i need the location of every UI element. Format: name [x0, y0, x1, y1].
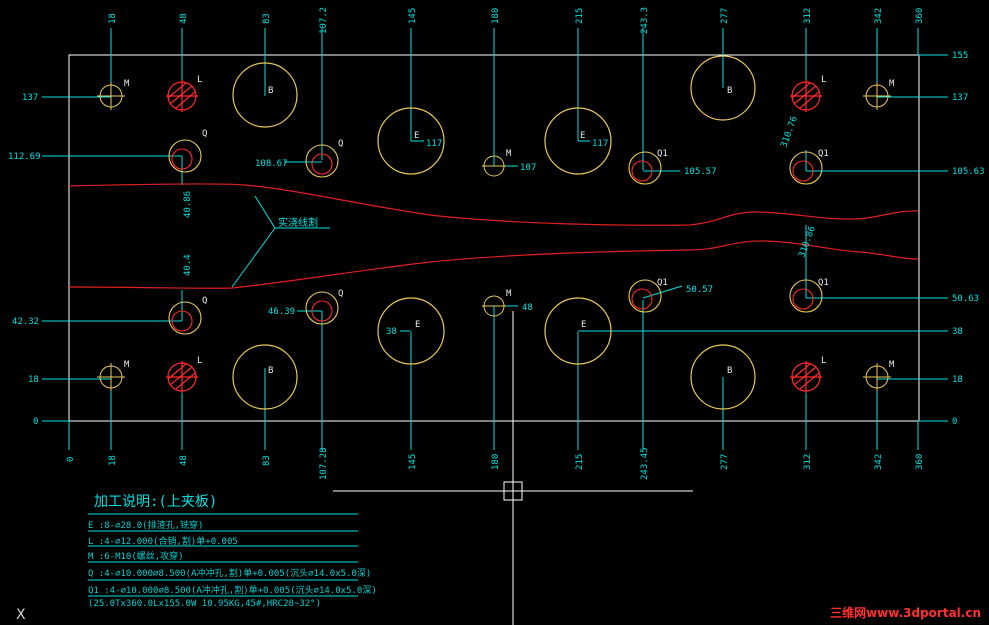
bottom-dim: 107.28: [319, 447, 329, 480]
side-dimension-lines: [42, 54, 948, 422]
wire-cut-callout: 实浇线割: [278, 216, 318, 229]
svg-text:M: M: [124, 360, 130, 370]
crosshair-cursor: [333, 311, 693, 625]
svg-text:Q1: Q1: [657, 149, 668, 159]
top-dim: 145: [408, 8, 418, 24]
top-dim: 215: [575, 8, 585, 24]
note-line-q: Q :4-⌀10.000⌀8.500(A冲冲孔,割)单+0.005(沉头⌀14.…: [88, 569, 372, 579]
v-dim: 40.86: [183, 191, 193, 218]
large-holes: [232, 55, 756, 410]
svg-text:Q: Q: [338, 289, 343, 299]
svg-text:M: M: [889, 360, 895, 370]
bottom-dim: 243.45: [640, 447, 650, 480]
m-dim: 107: [520, 163, 536, 173]
v-dim: 40.4: [183, 254, 193, 276]
svg-text:Q1: Q1: [818, 149, 829, 159]
notes-table-lines: [88, 513, 358, 597]
note-line-l: L :4-⌀12.000(合销,割)单+0.005: [88, 537, 238, 547]
bottom-dim: 48: [179, 455, 189, 466]
top-dim: 342: [874, 8, 884, 24]
top-dim: 48: [179, 13, 189, 24]
ucs-axis-icon: X: [16, 607, 26, 623]
left-dim: 0: [33, 417, 38, 427]
note-line-q1: Q1 :4-⌀10.000⌀8.500(A冲冲孔,割)单+0.005(沉头⌀14…: [88, 586, 377, 596]
top-dim: 83: [262, 13, 272, 24]
left-dim: 108.67: [255, 159, 288, 169]
bottom-dim: 0: [66, 457, 76, 462]
note-line-e: E :8-⌀28.0(排渣孔,铣穿): [88, 521, 204, 531]
bottom-dim: 277: [720, 454, 730, 470]
top-dim: 312: [803, 8, 813, 24]
right-dim: 18: [952, 375, 963, 385]
right-dim: 105.57: [684, 167, 717, 177]
svg-text:L: L: [197, 356, 202, 366]
m-dim: 48: [522, 303, 533, 313]
svg-text:B: B: [727, 86, 732, 96]
bottom-dim: 312: [803, 454, 813, 470]
e-dim: 117: [426, 139, 442, 149]
top-dim: 243.3: [640, 7, 650, 34]
svg-text:E: E: [415, 320, 420, 330]
watermark: 三维网www.3dportal.cn: [830, 606, 981, 620]
top-dim: 107.2: [319, 7, 329, 34]
svg-text:Q1: Q1: [818, 278, 829, 288]
top-dim: 360: [915, 8, 925, 24]
bottom-dim: 180: [491, 454, 501, 470]
svg-text:B: B: [268, 86, 273, 96]
svg-text:M: M: [506, 149, 512, 159]
bottom-dim: 342: [874, 454, 884, 470]
bottom-dim: 83: [262, 455, 272, 466]
svg-text:B: B: [727, 366, 732, 376]
svg-text:Q: Q: [202, 296, 207, 306]
wire-cut-profile: [68, 183, 919, 289]
dimension-text: 18 48 83 107.2 145 180 215 243.3 277 312…: [8, 7, 985, 480]
left-dim: 112.69: [8, 152, 41, 162]
top-dim: 277: [720, 8, 730, 24]
svg-text:B: B: [268, 366, 273, 376]
svg-text:E: E: [581, 320, 586, 330]
top-dimension-lines: [110, 28, 919, 170]
svg-text:E: E: [414, 131, 419, 141]
bottom-dim: 145: [408, 454, 418, 470]
right-dim: 137: [952, 93, 968, 103]
svg-text:L: L: [821, 356, 826, 366]
right-dim: 0: [952, 417, 957, 427]
l-holes: [166, 80, 822, 393]
svg-text:M: M: [124, 79, 130, 89]
svg-text:M: M: [506, 289, 512, 299]
m-holes: [97, 82, 891, 391]
svg-text:Q: Q: [202, 129, 207, 139]
right-dim: 105.63: [952, 167, 985, 177]
left-dim: 46.39: [268, 307, 295, 317]
v-dim: 310.86: [797, 225, 818, 259]
bottom-dim: 215: [575, 454, 585, 470]
q-holes: [168, 139, 823, 335]
left-dim: 18: [28, 375, 39, 385]
svg-text:L: L: [197, 75, 202, 85]
v-dim: 310.76: [779, 115, 800, 149]
bottom-dim: 18: [108, 455, 118, 466]
notes-title: 加工说明:(上夹板): [94, 494, 218, 510]
bottom-dim: 360: [915, 454, 925, 470]
right-dim: 50.63: [952, 294, 979, 304]
svg-text:L: L: [821, 75, 826, 85]
left-dim: 137: [22, 93, 38, 103]
right-dim: 155: [952, 51, 968, 61]
svg-text:Q: Q: [338, 139, 343, 149]
svg-text:Q1: Q1: [657, 278, 668, 288]
callout-leaders: [231, 195, 330, 288]
note-line-spec: (25.0Tx360.0Lx155.0W 10.95KG,45#,HRC28~3…: [88, 599, 321, 609]
note-line-m: M :6-M10(螺丝,攻穿): [88, 552, 184, 562]
right-dim: 50.57: [686, 285, 713, 295]
e-dim: 38: [386, 327, 397, 337]
top-dim: 18: [108, 13, 118, 24]
svg-text:E: E: [580, 131, 585, 141]
hole-labels: M M M M M M L L L L B B B B E E E E Q Q …: [124, 75, 895, 376]
right-dim: 38: [952, 327, 963, 337]
left-dim: 42.32: [12, 317, 39, 327]
e-dim: 117: [592, 139, 608, 149]
top-dim: 180: [491, 8, 501, 24]
svg-text:M: M: [889, 79, 895, 89]
